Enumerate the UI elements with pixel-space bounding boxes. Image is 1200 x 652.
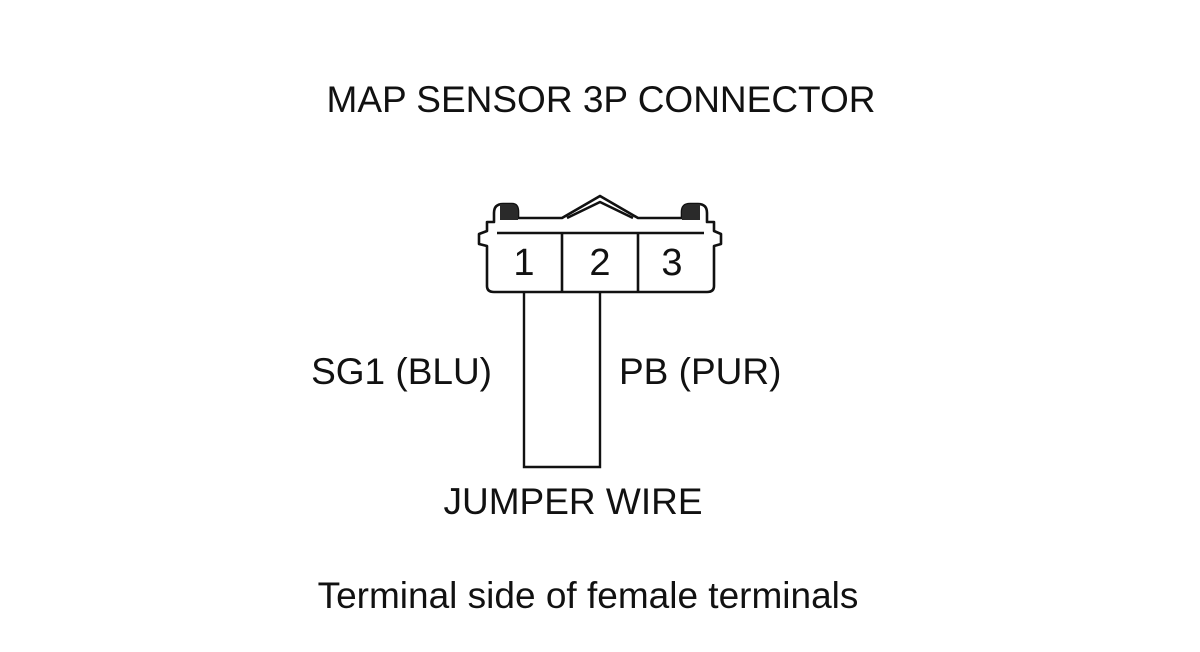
- view-caption: Terminal side of female terminals: [318, 575, 859, 616]
- left-lock-tab: [500, 204, 518, 220]
- wire-label-pb: PB (PUR): [619, 351, 781, 392]
- pin-2-label: 2: [589, 242, 610, 284]
- pin-1-label: 1: [513, 242, 534, 284]
- wire-label-sg1: SG1 (BLU): [311, 351, 492, 392]
- jumper-wire-label: JUMPER WIRE: [444, 481, 703, 522]
- connector-lock-tabs: [500, 204, 700, 220]
- pin-3-label: 3: [661, 242, 682, 284]
- diagram-title: MAP SENSOR 3P CONNECTOR: [327, 79, 876, 120]
- jumper-wire: [522, 292, 602, 469]
- right-lock-tab: [682, 204, 700, 220]
